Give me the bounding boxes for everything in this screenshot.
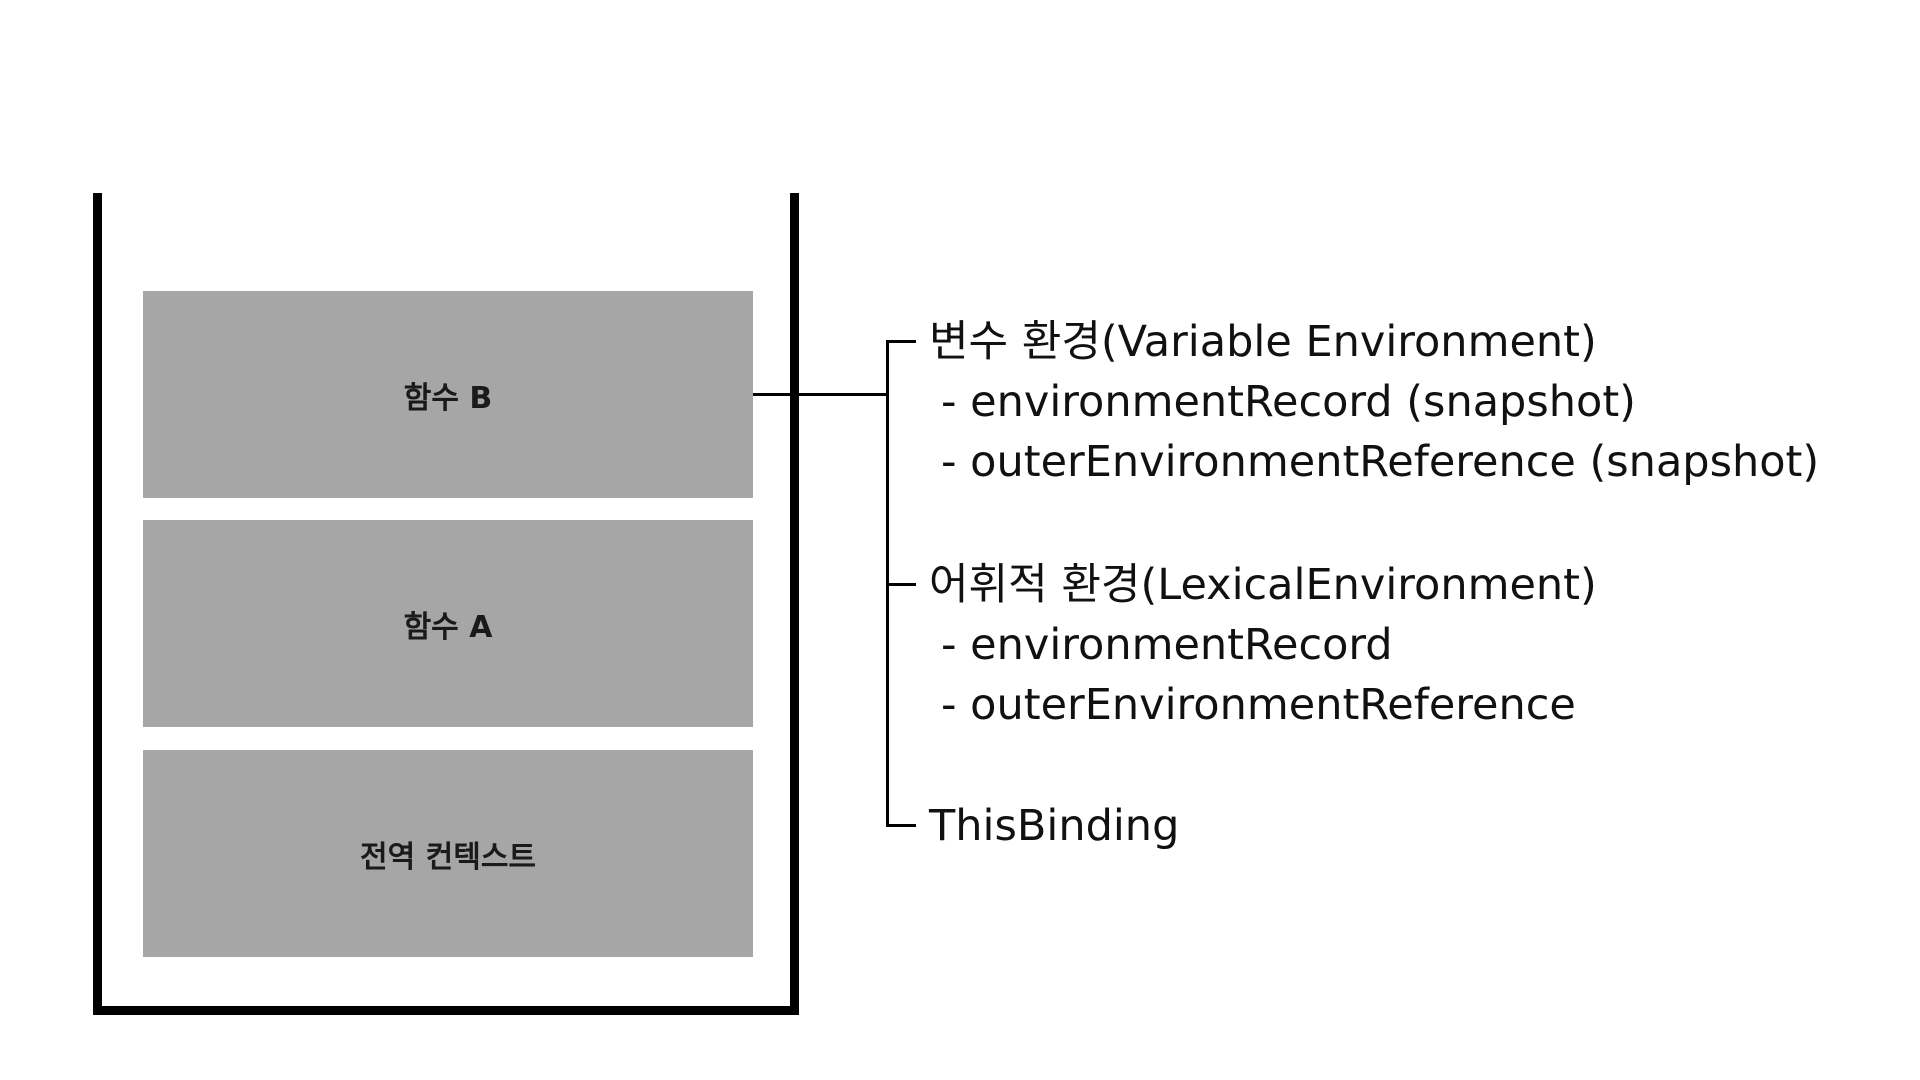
lexical-environment-title: 어휘적 환경(LexicalEnvironment)	[929, 560, 1597, 610]
lexical-environment-item: - outerEnvironmentReference	[941, 680, 1576, 730]
this-binding-title: ThisBinding	[929, 801, 1180, 851]
frame-global-context: 전역 컨텍스트	[143, 750, 753, 957]
stack-wall-right	[790, 193, 799, 1015]
frame-label: 전역 컨텍스트	[359, 839, 537, 875]
frame-function-b: 함수 B	[143, 291, 753, 498]
bracket-branch-this	[886, 824, 916, 827]
variable-environment: 변수 환경(Variable Environment) - environmen…	[929, 312, 1819, 492]
lexical-environment: 어휘적 환경(LexicalEnvironment) - environment…	[929, 555, 1597, 735]
frame-function-a: 함수 A	[143, 520, 753, 727]
connector-line	[753, 393, 887, 396]
stack-wall-left	[93, 193, 102, 1015]
frame-label: 함수 A	[403, 609, 493, 645]
bracket-branch-variable	[886, 340, 916, 343]
stack-floor	[93, 1006, 799, 1015]
variable-environment-item: - outerEnvironmentReference (snapshot)	[941, 437, 1820, 487]
variable-environment-item: - environmentRecord (snapshot)	[941, 377, 1636, 427]
bracket-branch-lexical	[886, 583, 916, 586]
lexical-environment-item: - environmentRecord	[941, 620, 1393, 670]
frame-label: 함수 B	[403, 380, 493, 416]
variable-environment-title: 변수 환경(Variable Environment)	[929, 317, 1597, 367]
this-binding: ThisBinding	[929, 796, 1179, 856]
